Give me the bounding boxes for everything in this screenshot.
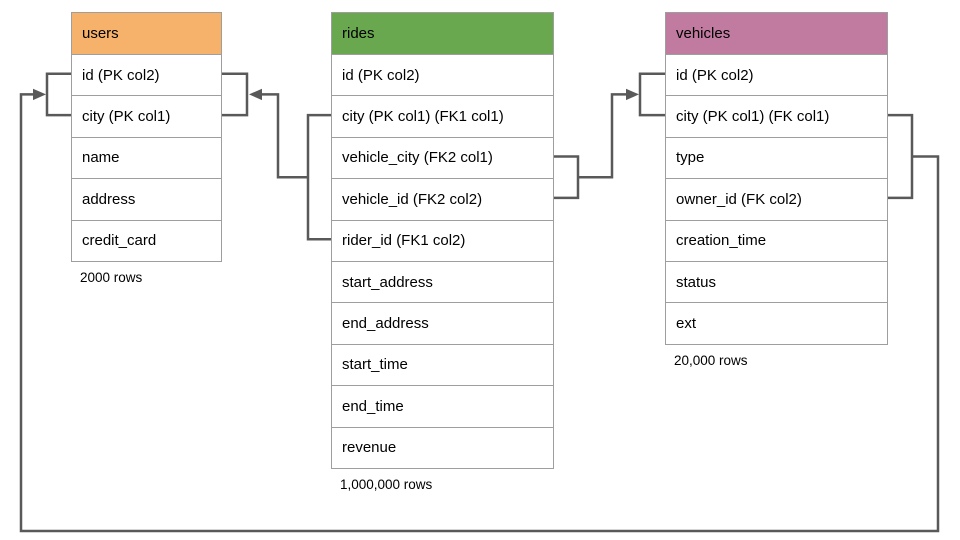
table-header-users: users xyxy=(72,13,221,54)
table-rides: rides id (PK col2)city (PK col1) (FK1 co… xyxy=(331,12,554,492)
table-header-rides: rides xyxy=(332,13,553,54)
vehicles-right-bracket xyxy=(887,113,914,200)
vehicles-left-bracket xyxy=(638,72,665,117)
row-count-label-vehicles: 20,000 rows xyxy=(674,352,748,368)
table-row: name xyxy=(72,136,221,178)
table-row: status xyxy=(666,260,887,302)
table-row: address xyxy=(72,178,221,219)
table-rows-rides: id (PK col2)city (PK col1) (FK1 col1)veh… xyxy=(332,54,553,468)
arrowhead-right-icon xyxy=(626,88,639,101)
table-row: city (PK col1) (FK1 col1) xyxy=(332,95,553,136)
table-row: id (PK col2) xyxy=(332,54,553,95)
rides-left-bracket xyxy=(306,113,331,241)
table-row: ext xyxy=(666,302,887,343)
table-row: credit_card xyxy=(72,219,221,261)
connector-rides-to-vehicles xyxy=(553,72,665,200)
arrowhead-left-icon xyxy=(249,88,262,101)
table-row: revenue xyxy=(332,426,553,468)
users-right-bracket xyxy=(221,72,249,117)
table-row: city (PK col1) xyxy=(72,95,221,136)
table-row: start_address xyxy=(332,260,553,302)
rides-right-bracket xyxy=(553,155,580,200)
table-row: vehicle_id (FK2 col2) xyxy=(332,178,553,219)
table-row: id (PK col2) xyxy=(72,54,221,95)
table-row: start_time xyxy=(332,343,553,385)
table-row: creation_time xyxy=(666,219,887,261)
row-count-label-rides: 1,000,000 rows xyxy=(340,476,433,492)
table-row: owner_id (FK col2) xyxy=(666,178,887,219)
table-rows-vehicles: id (PK col2)city (PK col1) (FK col1)type… xyxy=(666,54,887,344)
table-vehicles: vehicles id (PK col2)city (PK col1) (FK … xyxy=(665,12,888,368)
connector-line xyxy=(262,93,308,179)
connector-rides-to-users xyxy=(221,72,331,241)
table-header-vehicles: vehicles xyxy=(666,13,887,54)
table-row: rider_id (FK1 col2) xyxy=(332,219,553,261)
connector-line xyxy=(578,93,626,179)
table-row: id (PK col2) xyxy=(666,54,887,95)
table-row: end_time xyxy=(332,385,553,426)
arrowhead-right-icon xyxy=(33,88,46,101)
row-count-label-users: 2000 rows xyxy=(80,269,143,285)
table-row: type xyxy=(666,136,887,178)
table-row: end_address xyxy=(332,302,553,343)
table-row: city (PK col1) (FK col1) xyxy=(666,95,887,136)
users-left-bracket xyxy=(45,72,71,117)
table-row: vehicle_city (FK2 col1) xyxy=(332,136,553,178)
